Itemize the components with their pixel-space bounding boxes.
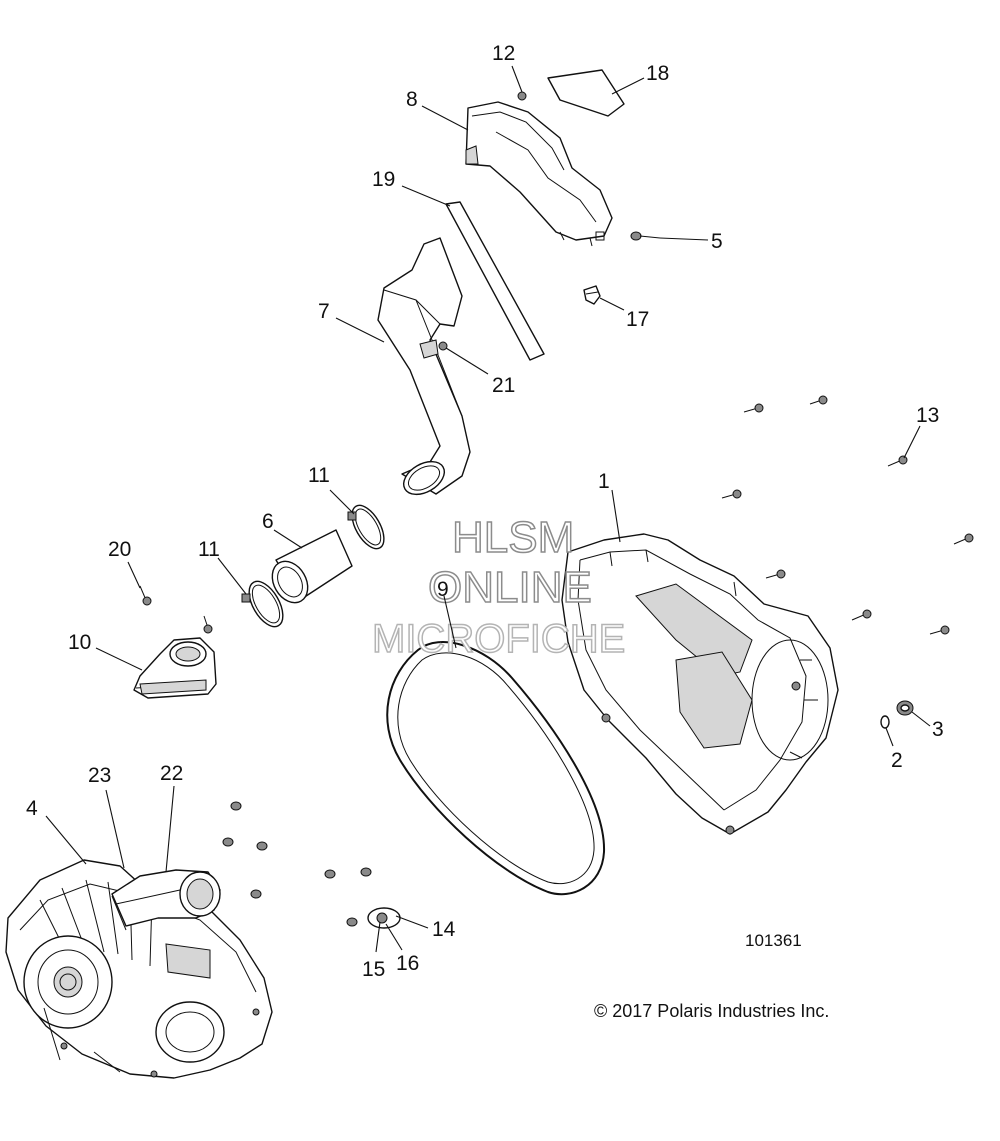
part-3-drain-plug — [896, 700, 914, 716]
part-12-fastener — [517, 91, 527, 101]
callout-11-upper: 11 — [308, 464, 330, 487]
callout-labels: 1 2 3 4 5 6 7 8 9 10 11 11 12 13 14 15 1… — [26, 42, 944, 981]
part-11-clamp-upper — [347, 504, 385, 550]
part-8-intake-duct — [465, 101, 613, 247]
callout-7: 7 — [318, 300, 330, 323]
leader-lines — [45, 65, 931, 953]
watermark-line-3: MICROFICHE — [372, 617, 625, 661]
part-22-vent-duct — [111, 869, 221, 927]
callout-3: 3 — [932, 718, 944, 741]
inner-cover-bolts — [222, 801, 372, 927]
part-2-o-ring — [880, 715, 890, 729]
callout-5: 5 — [711, 230, 723, 253]
callout-18: 18 — [646, 62, 669, 85]
callout-14: 14 — [432, 918, 456, 941]
part-18-foam-pad — [547, 69, 625, 117]
callout-9: 9 — [437, 578, 449, 601]
callout-16: 16 — [396, 952, 419, 975]
callout-20: 20 — [108, 538, 131, 561]
part-21-screw — [438, 341, 448, 351]
callout-22: 22 — [160, 762, 183, 785]
callout-15: 15 — [362, 958, 385, 981]
part-19-seal-strip — [445, 201, 545, 361]
callout-19: 19 — [372, 168, 395, 191]
callout-12: 12 — [492, 42, 515, 65]
copyright-notice: © 2017 Polaris Industries Inc. — [594, 1001, 830, 1021]
watermark: HLSM ONLINE MICROFICHE — [371, 512, 626, 662]
part-5-screw — [630, 231, 661, 241]
part-13-bolts — [721, 395, 974, 635]
callout-13: 13 — [916, 404, 939, 427]
callout-23: 23 — [88, 764, 111, 787]
part-15-16-fasteners — [376, 912, 388, 924]
part-17-grommet — [583, 285, 601, 305]
callout-4: 4 — [26, 797, 38, 820]
part-6-coupler — [271, 529, 353, 604]
part-1-outer-clutch-cover — [561, 533, 839, 835]
part-23-boot — [111, 895, 127, 931]
callout-17: 17 — [626, 308, 649, 331]
callout-8: 8 — [406, 88, 418, 111]
watermark-line-1: HLSM — [452, 513, 574, 562]
part-11-clamp-lower — [241, 580, 284, 628]
part-10-elbow-housing — [133, 637, 217, 699]
part-7-intake-tube — [377, 237, 471, 496]
callout-6: 6 — [262, 510, 274, 533]
watermark-line-2: ONLINE — [428, 563, 592, 612]
part-9-drive-belt — [386, 641, 606, 896]
callout-2: 2 — [891, 749, 903, 772]
drawing-number: 101361 — [745, 931, 802, 950]
callout-11-lower: 11 — [198, 538, 220, 561]
callout-1: 1 — [598, 470, 610, 493]
callout-10: 10 — [68, 631, 91, 654]
part-20-screws — [139, 585, 213, 634]
callout-21: 21 — [492, 374, 515, 397]
